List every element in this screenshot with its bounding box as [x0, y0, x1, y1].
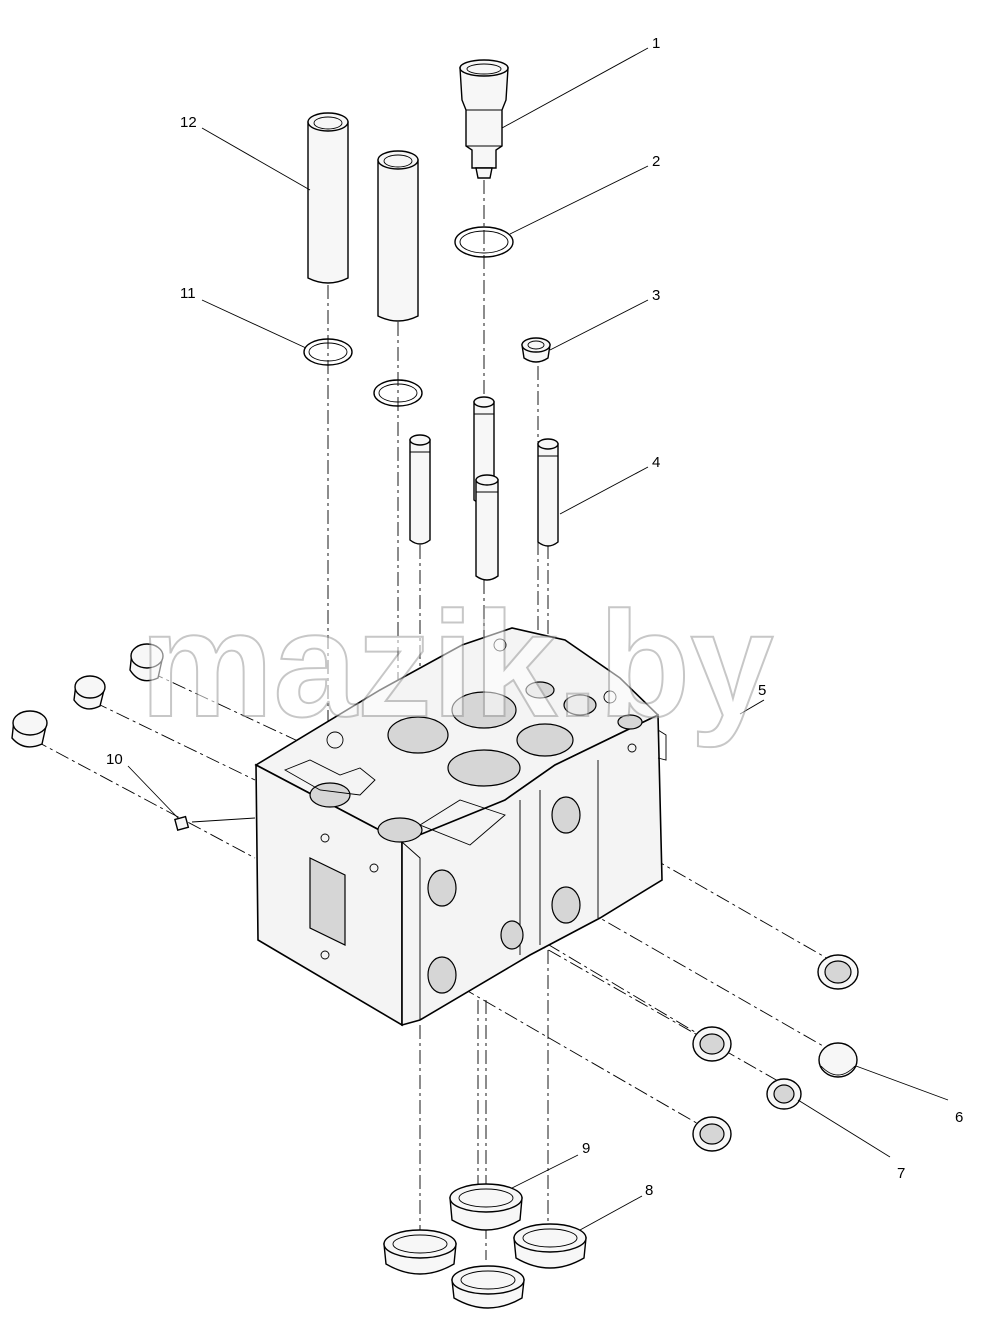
- callout-11: 11: [180, 285, 196, 302]
- valve-guide-d: [537, 438, 559, 547]
- valve-seat-insert-left: [383, 1229, 457, 1275]
- seal-ring-7-c: [692, 1116, 732, 1152]
- valve-guide-a: [409, 434, 431, 545]
- seal-ring-6-upper: [817, 954, 859, 990]
- plug-left-c: [11, 710, 48, 748]
- seal-ring-7-a: [692, 1026, 732, 1062]
- valve-seal-cap: [521, 337, 551, 363]
- seal-ring-7-b: [766, 1078, 802, 1110]
- plug-6: [818, 1042, 858, 1078]
- callout-5: 5: [758, 682, 766, 699]
- callout-2: 2: [652, 153, 660, 170]
- dowel-pin: [174, 815, 190, 831]
- valve-seat-insert-8: [513, 1223, 587, 1269]
- injector-sleeve: [459, 59, 509, 179]
- valve-seat-insert-9: [449, 1183, 523, 1231]
- callout-6: 6: [955, 1109, 963, 1126]
- callout-10: 10: [106, 751, 123, 768]
- o-ring-11: [303, 338, 353, 366]
- valve-guide-c: [475, 474, 499, 581]
- callout-8: 8: [645, 1182, 653, 1199]
- callout-7: 7: [897, 1165, 905, 1182]
- o-ring-11b: [373, 379, 423, 407]
- valve-seat-insert-bottom: [451, 1265, 525, 1309]
- callout-9: 9: [582, 1140, 590, 1157]
- sleeve-long-right: [377, 150, 419, 322]
- cylinder-head-block: [254, 627, 667, 1027]
- callout-3: 3: [652, 287, 660, 304]
- leader-lines: [127, 47, 949, 1231]
- plug-left-b: [73, 675, 106, 710]
- watermark-text: mazik.by: [140, 580, 774, 748]
- plug-left-a: [129, 643, 164, 682]
- callout-12: 12: [180, 114, 197, 131]
- callout-1: 1: [652, 35, 660, 52]
- sleeve-long-left: [307, 112, 349, 284]
- callout-4: 4: [652, 454, 660, 471]
- o-ring-2: [454, 226, 514, 258]
